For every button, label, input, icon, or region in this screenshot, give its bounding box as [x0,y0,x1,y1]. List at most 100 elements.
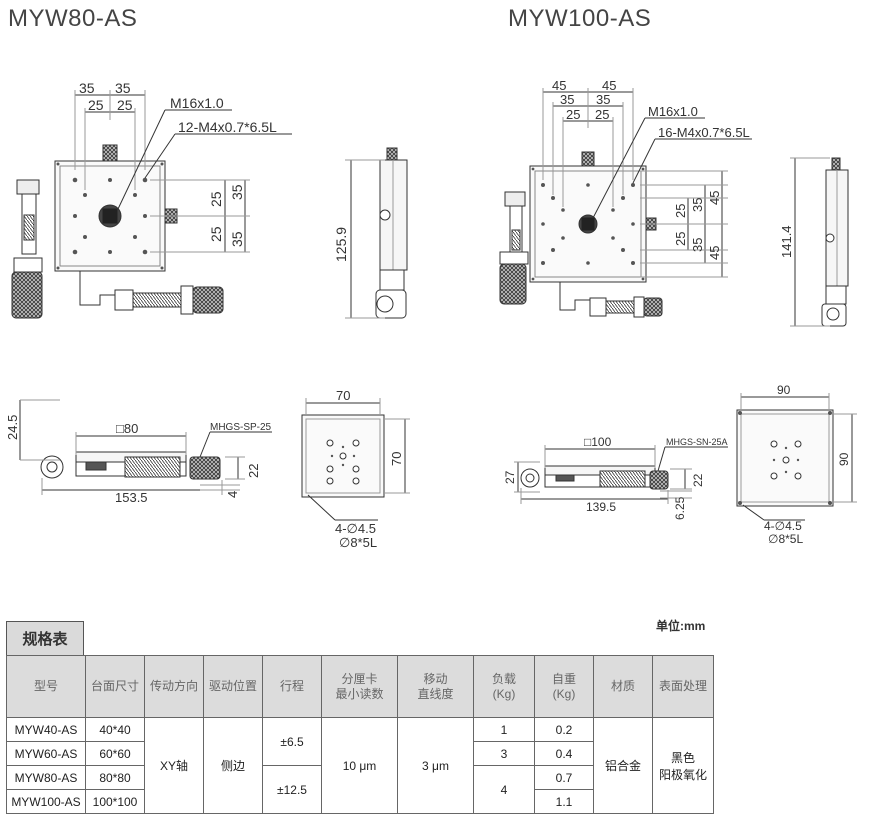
header-line: 自重 [551,671,576,686]
cell-drive-pos: 侧边 [203,717,263,814]
left-bottom-labels: 70 70 4-∅4.5 ∅8*5L [335,388,404,550]
col-surface: 表面处理 [652,655,714,718]
dim-label: 25 [117,97,133,113]
dim-label: 22 [691,473,705,487]
micrometer-label: MHGS-SP-25 [210,422,272,433]
holes-label: 12-M4x0.7*6.5L [178,119,277,135]
cell-weight: 0.2 [534,717,594,742]
dim-label: 35 [229,184,245,200]
holes-label: 4-∅4.5 [764,519,802,533]
cell-reading: 10 μm [321,717,398,814]
dim-label: 35 [229,231,245,247]
surface-line: 阳极氧化 [658,767,707,782]
dim-label: 139.5 [586,500,616,514]
cell-model: MYW100-AS [6,789,86,814]
right-bottom-labels: 90 90 4-∅4.5 ∅8*5L [764,383,851,546]
col-drive-pos: 驱动位置 [203,655,263,718]
left-front-view [19,399,272,495]
dim-label: 24.5 [5,415,20,440]
surface-line: 黑色 [670,750,695,765]
dim-label: 45 [707,191,722,205]
left-top-view [11,90,292,319]
right-top-dim-labels: 45 45 35 35 25 25 M16x1.0 16-M4x0.7*6.5L… [552,78,750,260]
spec-table: 型号 台面尺寸 传动方向 驱动位置 行程 分厘卡最小读数 移动直线度 负载(Kg… [6,655,714,814]
spec-table-tab: 规格表 [6,621,84,655]
micrometer-label: MHGS-SN-25A [666,437,728,447]
dim-label: □100 [584,435,612,449]
dim-label: 45 [552,78,566,93]
dim-label: 90 [777,383,791,397]
col-size: 台面尺寸 [85,655,145,718]
left-top-dim-labels: 35 35 25 25 M16x1.0 12-M4x0.7*6.5L 25 25… [79,80,277,247]
right-bottom-view [736,393,857,521]
cell-travel: ±6.5 [262,717,322,766]
dim-label: 90 [837,452,851,466]
cell-model: MYW40-AS [6,717,86,742]
table-row: MYW60-AS 60*60 3 0.4 [6,741,714,766]
cell-size: 40*40 [85,717,145,742]
dim-label: 153.5 [115,490,148,505]
cell-material: 铝合金 [593,717,653,814]
header-line: 负载 [491,671,516,686]
dim-label: 70 [336,388,350,403]
right-front-labels: 27 □100 MHGS-SN-25A 22 6.25 139.5 [503,435,728,520]
dim-label: 25 [208,191,224,207]
cell-model: MYW60-AS [6,741,86,766]
dim-label: 25 [566,107,580,122]
cell-model: MYW80-AS [6,765,86,790]
cell-load: 3 [473,741,535,766]
holes-label: 16-M4x0.7*6.5L [658,125,750,140]
dim-label: 35 [79,80,95,96]
cell-weight: 0.4 [534,741,594,766]
dim-label: 25 [595,107,609,122]
header-line: 移动 [423,671,448,686]
model-title-left: MYW80-AS [8,5,138,32]
col-weight: 自重(Kg) [534,655,594,718]
cell-size: 80*80 [85,765,145,790]
side-height-label: 141.4 [779,225,794,258]
header-line: 分厘卡 [341,671,378,686]
side-height-label: 125.9 [333,227,349,262]
spec-header-row: 型号 台面尺寸 传动方向 驱动位置 行程 分厘卡最小读数 移动直线度 负载(Kg… [6,655,714,718]
cell-surface: 黑色阳极氧化 [652,717,714,814]
dim-label: 35 [560,92,574,107]
col-reading: 分厘卡最小读数 [321,655,398,718]
dim-label: 6.25 [673,496,687,520]
col-load: 负载(Kg) [473,655,535,718]
holes-label: ∅8*5L [768,532,803,546]
right-front-view [514,445,728,504]
cell-size: 60*60 [85,741,145,766]
header-line: 直线度 [417,686,454,701]
col-drive-dir: 传动方向 [144,655,204,718]
table-row: MYW100-AS 100*100 1.1 [6,789,714,814]
dim-label: 70 [389,452,404,466]
dim-label: 35 [596,92,610,107]
holes-label: ∅8*5L [339,535,377,550]
dim-label: 22 [246,464,261,478]
dim-label: 25 [208,226,224,242]
model-title-right: MYW100-AS [508,5,652,32]
col-material: 材质 [593,655,653,718]
cell-weight: 0.7 [534,765,594,790]
left-side-view [345,147,408,319]
table-row: MYW80-AS 80*80 ±12.5 4 0.7 [6,765,714,814]
col-travel: 行程 [262,655,322,718]
right-side-view [790,157,849,327]
dim-label: 35 [690,198,705,212]
dim-label: 45 [707,246,722,260]
col-straightness: 移动直线度 [397,655,474,718]
header-line: 最小读数 [335,686,384,701]
holes-label: 4-∅4.5 [335,521,376,536]
thread-label: M16x1.0 [648,104,698,119]
dim-label: 35 [115,80,131,96]
dim-label: 25 [88,97,104,113]
dim-label: 25 [673,232,688,246]
dim-label: 45 [602,78,616,93]
dim-label: 25 [673,204,688,218]
left-bottom-view [301,398,410,521]
cell-straightness: 3 μm [397,717,474,814]
thread-label: M16x1.0 [170,95,224,111]
dim-label: 35 [690,238,705,252]
table-row: MYW40-AS 40*40 XY轴 侧边 ±6.5 10 μm 3 μm 1 … [6,717,714,814]
left-front-labels: 24.5 □80 MHGS-SP-25 22 4 153.5 [5,415,272,505]
